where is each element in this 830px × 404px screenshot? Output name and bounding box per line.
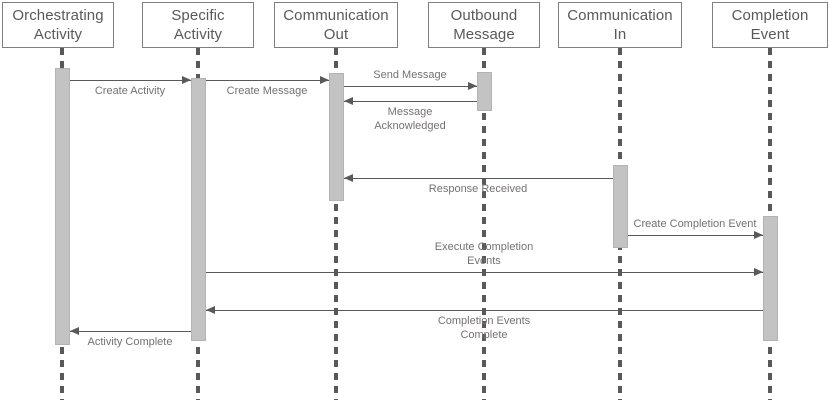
message-line-completion-events-complete xyxy=(205,310,763,311)
message-label-completion-events-complete: Completion Events Complete xyxy=(437,315,531,341)
participant-label: Specific Activity xyxy=(171,7,225,43)
participant-label: Orchestrating Activity xyxy=(12,7,104,43)
participant-label: Communication Out xyxy=(283,7,389,43)
participant-communication-out: Communication Out xyxy=(274,2,398,48)
participant-communication-in: Communication In xyxy=(558,2,682,48)
message-arrowhead-create-activity xyxy=(181,76,191,84)
message-line-create-completion-event xyxy=(627,235,763,236)
activation-bar-communication-out xyxy=(328,73,344,201)
activation-bar-communication-in xyxy=(612,165,628,248)
activation-bar-outbound-message xyxy=(476,72,492,111)
message-line-create-activity xyxy=(69,80,191,81)
message-label-execute-completion-events: Execute Completion Events xyxy=(434,241,534,267)
message-arrowhead-execute-completion-events xyxy=(753,268,763,276)
message-arrowhead-response-received xyxy=(343,174,353,182)
message-label-message-acknowledged: Message Acknowledged xyxy=(374,106,446,132)
message-arrowhead-create-message xyxy=(319,76,329,84)
message-label-send-message: Send Message xyxy=(373,69,447,81)
message-label-response-received: Response Received xyxy=(428,183,528,195)
participant-label: Communication In xyxy=(567,7,673,43)
message-line-create-message xyxy=(205,80,329,81)
message-arrowhead-message-acknowledged xyxy=(343,97,353,105)
message-arrowhead-completion-events-complete xyxy=(205,306,215,314)
participant-label: Outbound Message xyxy=(450,7,518,43)
lifeline-outbound-message xyxy=(482,48,486,400)
message-line-response-received xyxy=(343,178,613,179)
participant-specific-activity: Specific Activity xyxy=(142,2,254,48)
message-line-activity-complete xyxy=(69,331,191,332)
participant-label: Completion Event xyxy=(731,7,809,43)
activation-bar-completion-event xyxy=(762,216,778,341)
activation-bar-orchestrating-activity xyxy=(54,68,70,345)
message-label-create-message: Create Message xyxy=(226,85,308,97)
participant-outbound-message: Outbound Message xyxy=(428,2,540,48)
message-label-create-completion-event: Create Completion Event xyxy=(633,218,757,230)
participant-completion-event: Completion Event xyxy=(712,2,828,48)
lifeline-communication-out xyxy=(334,48,338,400)
message-label-activity-complete: Activity Complete xyxy=(87,336,173,348)
participant-orchestrating-activity: Orchestrating Activity xyxy=(2,2,114,48)
message-arrowhead-create-completion-event xyxy=(753,231,763,239)
message-line-send-message xyxy=(343,86,477,87)
message-line-message-acknowledged xyxy=(343,101,477,102)
activation-bar-specific-activity xyxy=(190,78,206,341)
message-arrowhead-activity-complete xyxy=(69,327,79,335)
message-line-execute-completion-events xyxy=(205,272,763,273)
message-arrowhead-send-message xyxy=(467,82,477,90)
message-label-create-activity: Create Activity xyxy=(94,85,166,97)
